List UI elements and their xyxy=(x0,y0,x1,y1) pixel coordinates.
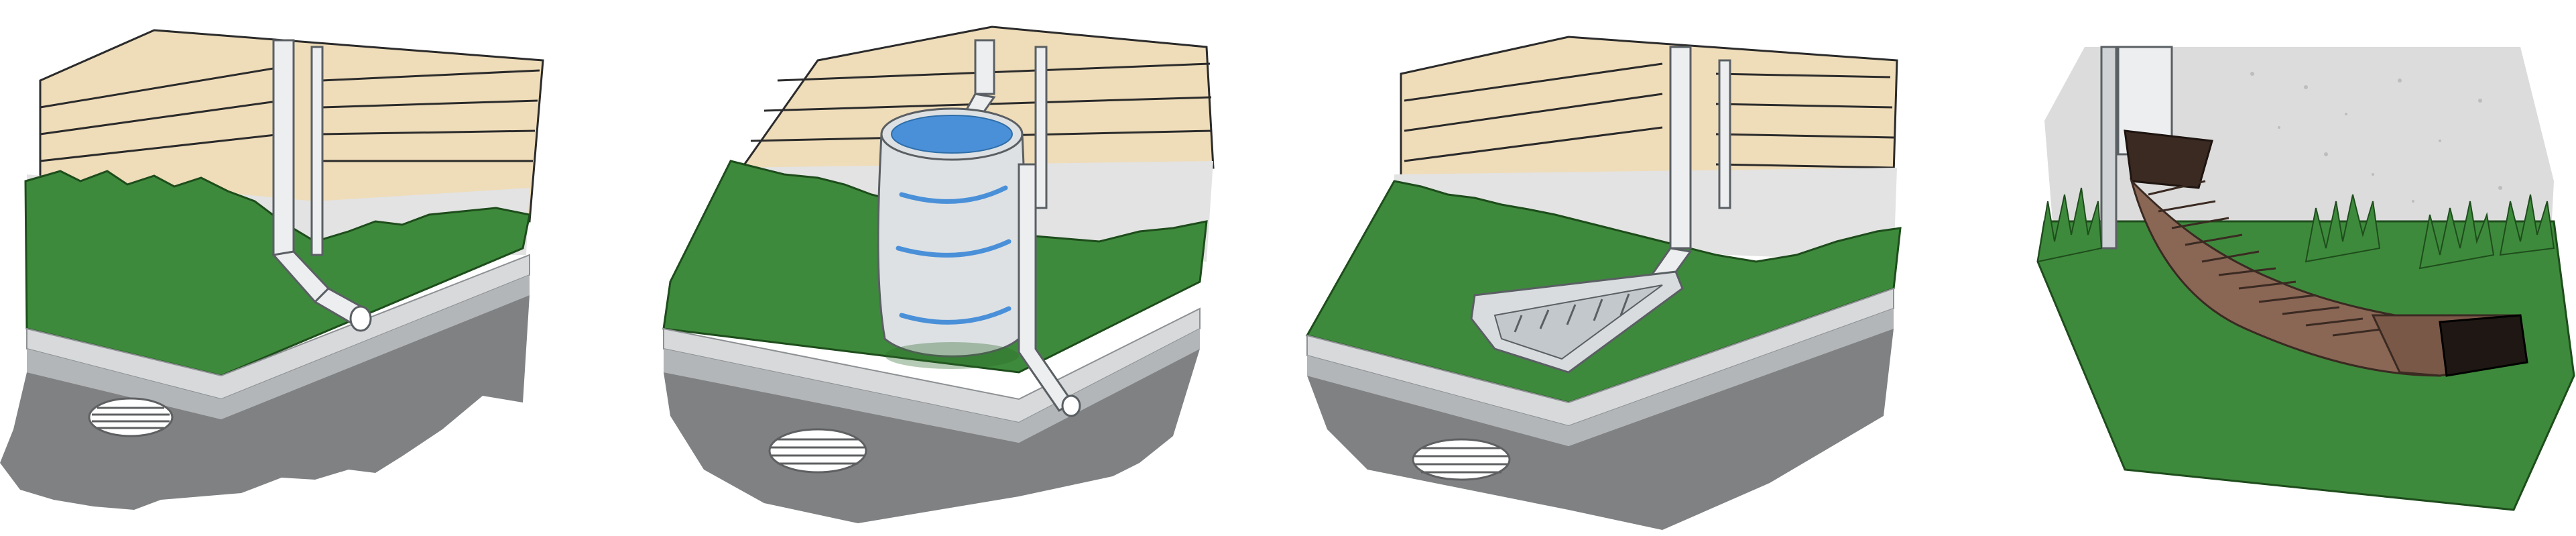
siding-boards xyxy=(1404,62,1894,169)
storm-drain-grate xyxy=(88,397,174,437)
grass-blades xyxy=(2036,187,2555,270)
storm-drain-grate xyxy=(1412,438,1511,481)
scene-1-illustration xyxy=(0,29,544,510)
corrugation-ridges xyxy=(2148,180,2387,337)
water-surface xyxy=(891,115,1013,154)
storm-drain-grate xyxy=(768,428,867,474)
house-siding xyxy=(1400,36,1898,182)
scene-3-illustration xyxy=(1305,36,1902,530)
barrel-bands xyxy=(896,185,1011,325)
extension-outlet xyxy=(2439,314,2528,377)
scene-2-illustration xyxy=(662,25,1215,523)
curb xyxy=(27,275,530,419)
panel-rain-barrel xyxy=(643,0,1287,536)
street xyxy=(664,349,1200,523)
downspout xyxy=(271,39,372,332)
overflow-pipe xyxy=(1018,163,1081,417)
curb xyxy=(1307,309,1894,446)
flexible-extension xyxy=(2124,129,2528,377)
scene-4-illustration xyxy=(2036,46,2575,511)
street xyxy=(0,295,530,510)
splash-block xyxy=(1470,270,1684,374)
panel-downspout-to-street xyxy=(0,0,643,536)
concrete-speckle xyxy=(2250,72,2502,229)
siding-boards xyxy=(40,66,540,162)
panel-splash-block xyxy=(1287,0,1930,536)
panel-flexible-extension xyxy=(1930,0,2576,536)
rain-barrel xyxy=(877,107,1026,369)
